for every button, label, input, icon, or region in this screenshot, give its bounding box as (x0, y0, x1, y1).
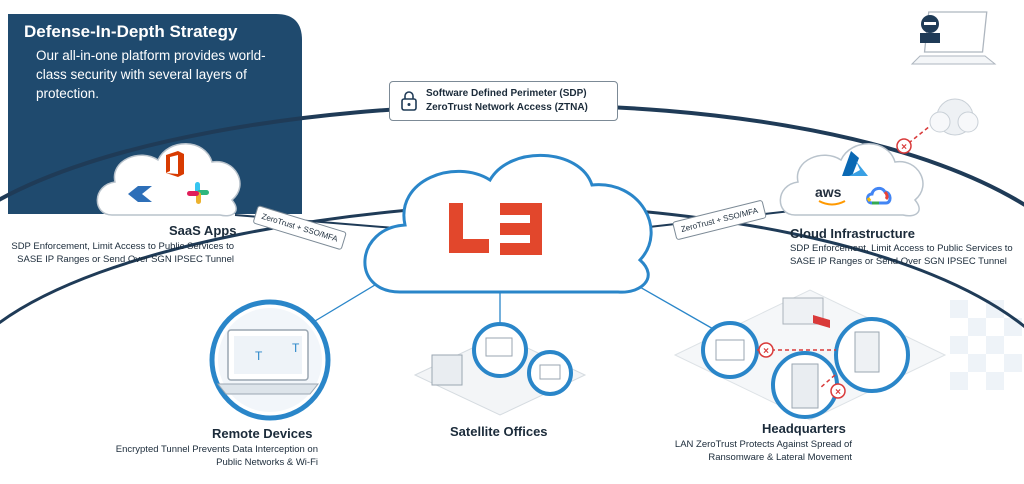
headquarters-title: Headquarters (762, 421, 846, 436)
saas-desc-line1: SDP Enforcement, Limit Access to Public … (11, 241, 234, 252)
ztna-label: ZeroTrust Network Access (ZTNA) (426, 102, 588, 113)
cloud-desc-line2: SASE IP Ranges or Send Over SGN IPSEC Tu… (790, 256, 1007, 267)
saas-desc: SDP Enforcement, Limit Access to Public … (0, 240, 234, 266)
office-icon (166, 151, 184, 177)
slack-icon (187, 182, 209, 204)
l3-logo (449, 203, 542, 255)
satellite-offices-title: Satellite Offices (450, 424, 548, 439)
svg-text:T: T (292, 341, 300, 355)
aws-smile-icon (818, 200, 846, 206)
remote-devices-title: Remote Devices (212, 426, 313, 441)
svg-text:×: × (835, 387, 841, 398)
page-title: Defense-In-Depth Strategy (24, 22, 238, 41)
page-subtitle: Our all-in-one platform provides world-c… (36, 48, 266, 101)
lock-icon (401, 91, 417, 111)
sdp-label: Software Defined Perimeter (SDP) (426, 88, 587, 99)
hq-desc-line2: Ransomware & Lateral Movement (708, 452, 852, 463)
hq-desc-line1: LAN ZeroTrust Protects Against Spread of (674, 439, 852, 450)
hacker-icon (920, 15, 940, 43)
svg-text:×: × (763, 346, 769, 357)
aws-logo: aws (815, 184, 842, 200)
remote-devices-desc: Encrypted Tunnel Prevents Data Intercept… (80, 443, 318, 469)
remote-devices-visual: T T (209, 299, 331, 421)
cloud-desc-line1: SDP Enforcement, Limit Access to Public … (790, 243, 1013, 254)
saas-desc-line2: SASE IP Ranges or Send Over SGN IPSEC Tu… (17, 254, 234, 265)
internet-globe (929, 98, 979, 136)
kinsta-icon (128, 186, 152, 202)
svg-text:×: × (901, 142, 907, 153)
headquarters-visual (673, 289, 947, 421)
decorative-pattern (950, 300, 1022, 390)
remote-desc-line1: Encrypted Tunnel Prevents Data Intercept… (115, 444, 318, 455)
satellite-offices-visual (413, 322, 587, 416)
saas-title: SaaS Apps (169, 223, 237, 238)
cloud-infra-desc: SDP Enforcement, Limit Access to Public … (790, 242, 1024, 268)
headquarters-desc: LAN ZeroTrust Protects Against Spread of… (620, 438, 852, 464)
remote-desc-line2: Public Networks & Wi-Fi (216, 457, 318, 468)
gcp-icon (866, 186, 892, 205)
attacker-laptop (910, 11, 997, 65)
cloud-infra-title: Cloud Infrastructure (790, 226, 915, 241)
azure-icon (842, 151, 868, 176)
svg-text:T: T (255, 349, 263, 363)
sdp-ztna-box: Software Defined Perimeter (SDP) ZeroTru… (389, 81, 618, 121)
block-icon: × × (758, 342, 846, 399)
